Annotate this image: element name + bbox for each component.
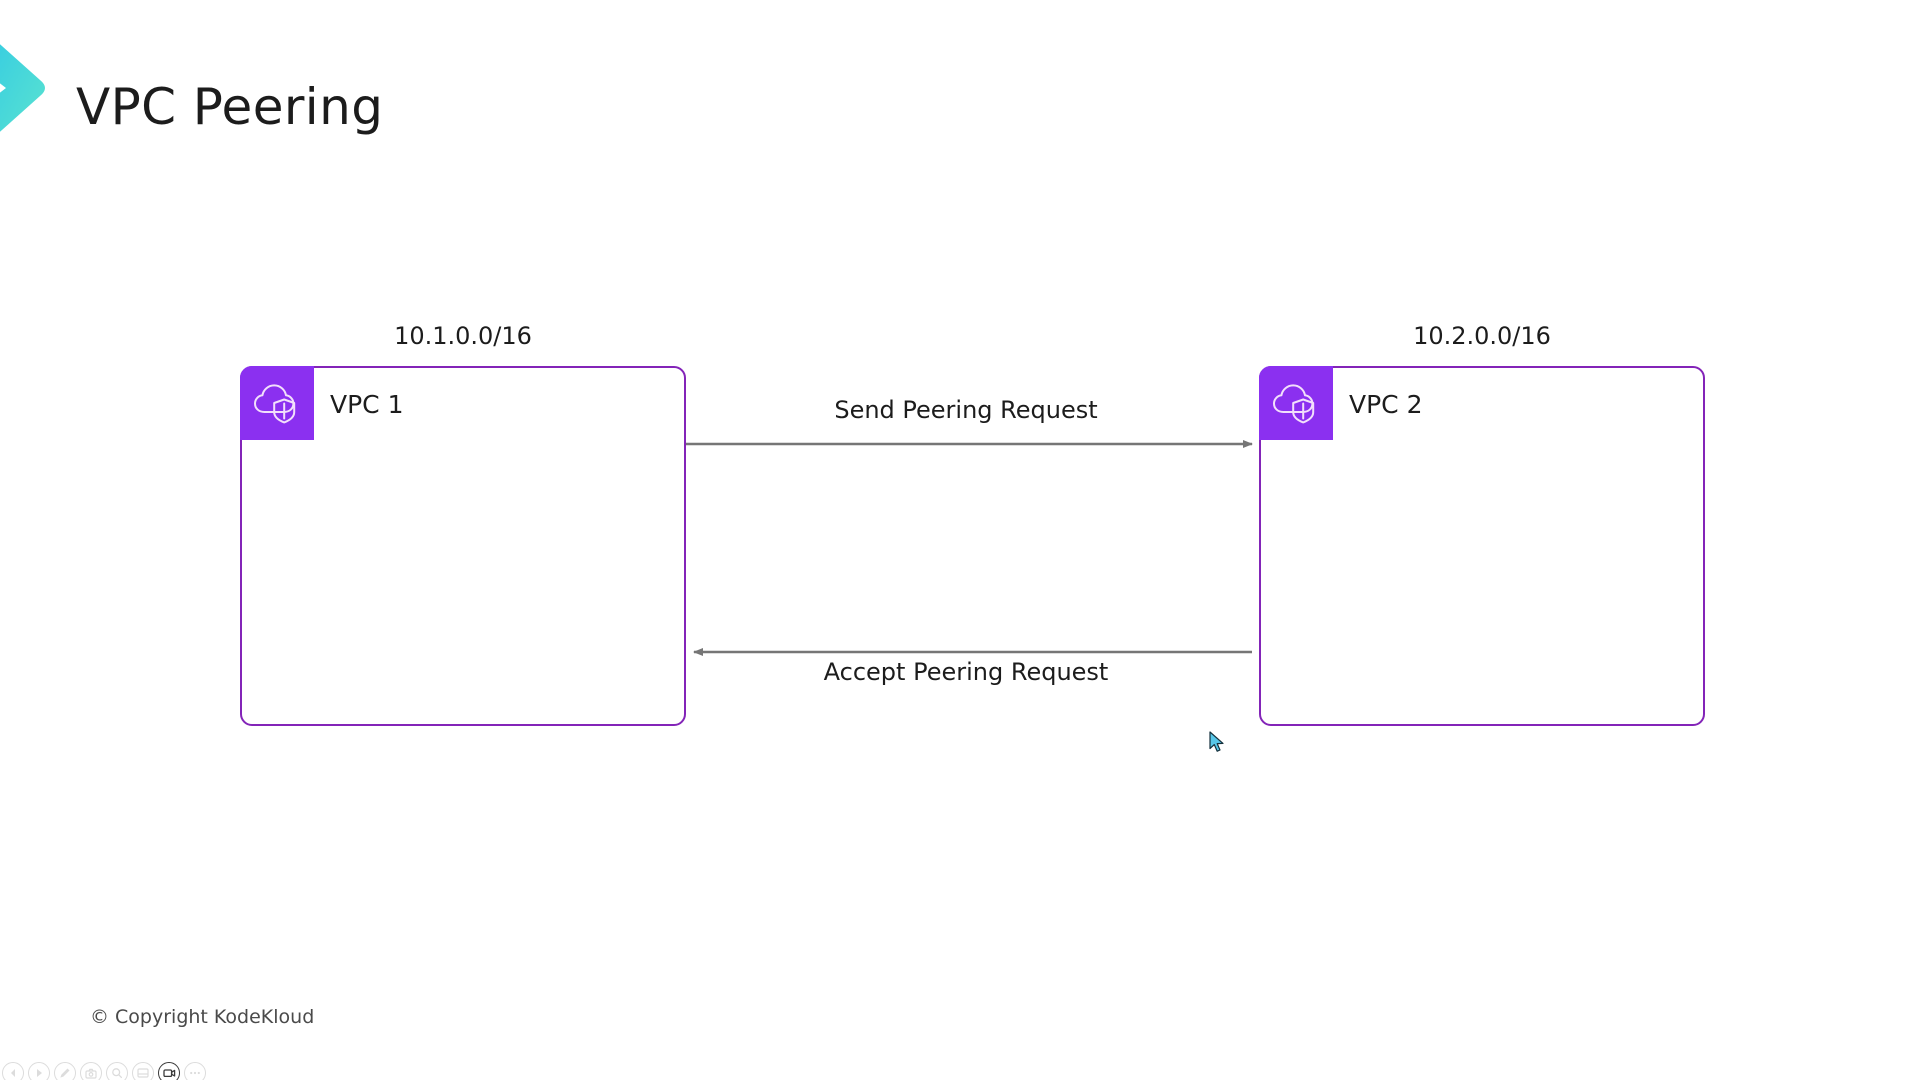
previous-slide-button[interactable]: [2, 1062, 24, 1080]
video-camera-icon: [162, 1069, 175, 1078]
edge-label-send-peering-request: Send Peering Request: [834, 396, 1098, 424]
panel-icon: [137, 1068, 149, 1078]
zoom-button[interactable]: [106, 1062, 128, 1080]
player-control-bar[interactable]: [0, 1062, 206, 1080]
annotate-button[interactable]: [54, 1062, 76, 1080]
edge-label-accept-peering-request: Accept Peering Request: [823, 658, 1109, 686]
screenshot-button[interactable]: [80, 1062, 102, 1080]
record-button[interactable]: [158, 1062, 180, 1080]
magnifier-icon: [112, 1068, 123, 1079]
vpc-box-vpc-2[interactable]: VPC 2: [1259, 366, 1705, 726]
chevron-left-icon: [11, 1069, 15, 1077]
vpc-label-vpc-1: VPC 1: [330, 390, 404, 419]
vpc-cloud-shield-icon: [1259, 366, 1333, 440]
vpc-box-vpc-1[interactable]: VPC 1: [240, 366, 686, 726]
copyright-text: © Copyright KodeKloud: [90, 1006, 315, 1028]
play-icon: [37, 1069, 42, 1077]
cidr-label-vpc-2: 10.2.0.0/16: [1413, 322, 1551, 350]
notes-button[interactable]: [132, 1062, 154, 1080]
ellipsis-icon: [190, 1071, 200, 1075]
kodekloud-chevron-logo-icon: [0, 8, 62, 168]
vpc-label-vpc-2: VPC 2: [1349, 390, 1423, 419]
page-title: VPC Peering: [76, 78, 384, 136]
pen-icon: [60, 1068, 70, 1078]
mouse-pointer: [1209, 731, 1227, 755]
cidr-label-vpc-1: 10.1.0.0/16: [394, 322, 532, 350]
camera-icon: [85, 1068, 97, 1079]
more-options-button[interactable]: [184, 1062, 206, 1080]
next-slide-button[interactable]: [28, 1062, 50, 1080]
vpc-cloud-shield-icon: [240, 366, 314, 440]
